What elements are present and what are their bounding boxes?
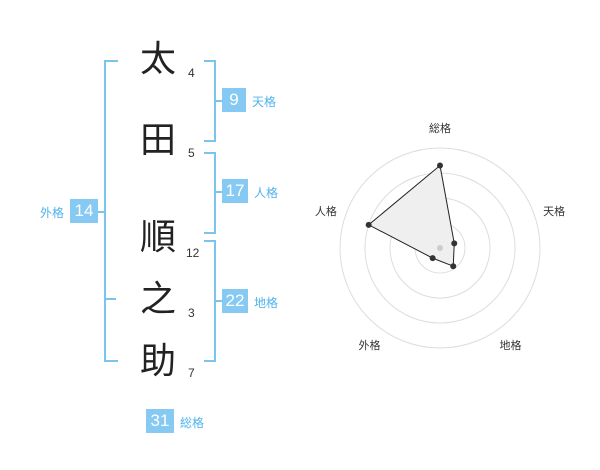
radar-point-2 (451, 240, 458, 247)
jinkaku-bracket-connector (216, 191, 222, 193)
radar-point-5 (365, 221, 372, 228)
jinkaku-label: 人格 (254, 186, 279, 200)
tenkaku-label: 天格 (252, 95, 277, 109)
radar-center-point (437, 245, 443, 251)
stroke-count-5: 7 (188, 366, 195, 380)
gaikaku-bracket (104, 60, 118, 362)
chikaku-bracket-connector (216, 300, 222, 302)
gaikaku-bracket-divider (104, 298, 116, 300)
jinkaku-bracket (204, 152, 216, 234)
gaikaku-value: 14 (70, 199, 98, 223)
radar-point-4 (429, 255, 436, 262)
stroke-count-1: 4 (188, 66, 195, 80)
soukaku-label: 総格 (180, 416, 205, 430)
radar-axis-label: 総格 (429, 121, 451, 135)
gaikaku-label: 外格 (40, 206, 65, 220)
radar-axis-label: 地格 (500, 338, 522, 352)
stroke-count-2: 5 (188, 146, 195, 160)
stroke-count-3: 12 (186, 246, 200, 260)
tenkaku-value: 9 (222, 88, 246, 112)
soukaku-value: 31 (146, 409, 174, 433)
tenkaku-bracket-connector (216, 100, 222, 102)
jinkaku-value: 17 (222, 179, 248, 203)
name-char-3: 順 (139, 217, 176, 258)
name-char-2: 田 (139, 120, 176, 161)
radar-point-3 (450, 263, 457, 270)
radar-point-1 (437, 162, 443, 169)
chikaku-bracket (204, 240, 216, 362)
radar-area (367, 164, 455, 267)
gaikaku-bracket-connector (94, 211, 104, 213)
name-char-4: 之 (139, 279, 176, 320)
chikaku-value: 22 (222, 289, 248, 313)
radar-axis-label: 人格 (315, 204, 337, 218)
name-char-5: 助 (139, 341, 176, 382)
name-char-1: 太 (139, 39, 176, 80)
radar-axis-label: 外格 (358, 338, 380, 352)
chikaku-label: 地格 (254, 296, 279, 310)
radar-axis-label: 天格 (543, 204, 565, 218)
radar-grid-circle (339, 147, 541, 349)
stroke-count-4: 3 (188, 306, 195, 320)
tenkaku-bracket (204, 60, 216, 142)
